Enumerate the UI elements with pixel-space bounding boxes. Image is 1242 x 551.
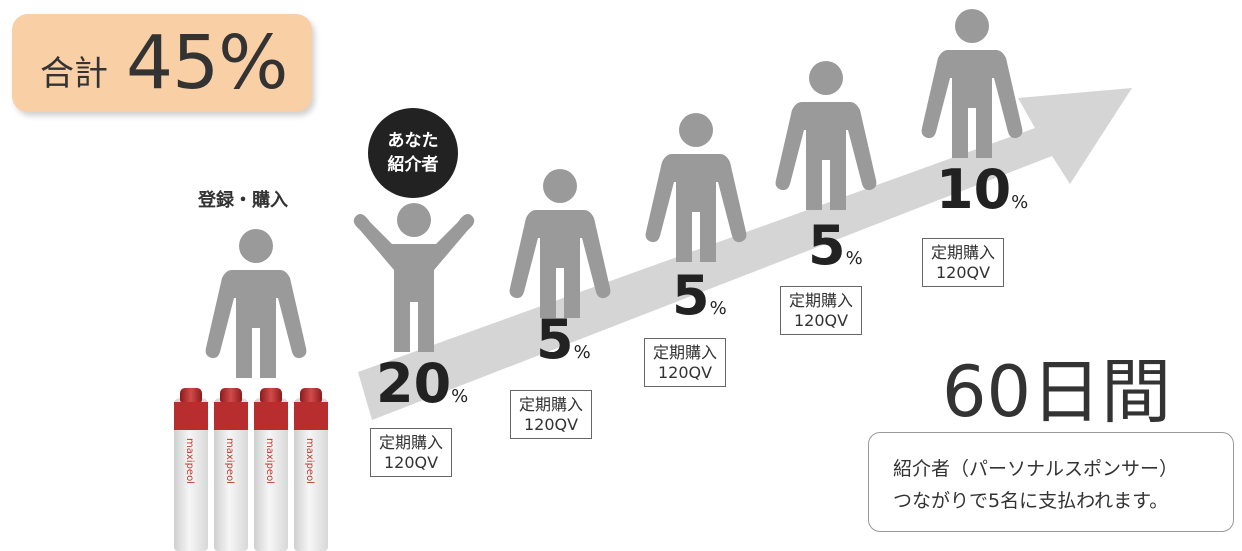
- plan-line-1: 定期購入: [789, 291, 854, 310]
- percent-value: 5: [536, 308, 574, 371]
- bottle-brand: maxipeol: [224, 438, 235, 484]
- person-icon-level-4: [775, 61, 877, 210]
- registration-label: 登録・購入: [198, 190, 288, 211]
- total-value: 45%: [126, 20, 288, 106]
- bottle-image: maxipeol: [174, 388, 208, 551]
- bottle-image: maxipeol: [254, 388, 288, 551]
- percent-value: 5: [808, 214, 846, 277]
- plan-box: 定期購入 120QV: [780, 286, 863, 335]
- plan-line-2: 120QV: [793, 311, 849, 330]
- person-icon-level-2: [509, 169, 611, 318]
- bottle-cap: [220, 388, 242, 402]
- plan-line-1: 定期購入: [519, 395, 584, 414]
- arrow-shape: [358, 88, 1132, 420]
- note-line-1: 紹介者（パーソナルスポンサー）: [893, 458, 1179, 480]
- percent-symbol: %: [845, 248, 863, 269]
- plan-line-2: 120QV: [657, 363, 713, 382]
- person-icon-level-3: [645, 113, 747, 262]
- badge-line-2: 紹介者: [387, 155, 439, 175]
- percent-symbol: %: [573, 342, 591, 363]
- referrer-badge: あなた 紹介者: [368, 108, 458, 198]
- plan-box: 定期購入 120QV: [922, 238, 1005, 287]
- bottle-cap: [300, 388, 322, 402]
- percent-symbol: %: [1011, 192, 1029, 213]
- bottle-image: maxipeol: [294, 388, 328, 551]
- duration-label: 60日間: [942, 351, 1172, 433]
- bottle-cap: [180, 388, 202, 402]
- bottle-label-band: [174, 402, 208, 430]
- percent-value: 20: [376, 352, 452, 415]
- total-label: 合計: [40, 54, 108, 94]
- level-percent: 20%: [376, 352, 468, 415]
- person-icon-level-5: [921, 9, 1023, 158]
- badge-line-1: あなた: [387, 131, 439, 151]
- bottle-label-band: [254, 402, 288, 430]
- percent-symbol: %: [709, 298, 727, 319]
- bottle-label-band: [214, 402, 248, 430]
- bottle-image: maxipeol: [214, 388, 248, 551]
- plan-line-1: 定期購入: [653, 343, 718, 362]
- bottle-brand: maxipeol: [304, 438, 315, 484]
- total-box: [12, 14, 312, 112]
- bottle-brand: maxipeol: [184, 438, 195, 484]
- plan-line-2: 120QV: [935, 263, 991, 282]
- plan-line-1: 定期購入: [379, 433, 444, 452]
- plan-line-2: 120QV: [523, 415, 579, 434]
- plan-box: 定期購入 120QV: [644, 338, 727, 387]
- plan-box: 定期購入 120QV: [510, 390, 593, 439]
- bottle-label-band: [294, 402, 328, 430]
- percent-value: 10: [936, 158, 1012, 221]
- level-percent: 5%: [536, 308, 591, 371]
- level-percent: 5%: [808, 214, 863, 277]
- plan-box: 定期購入 120QV: [370, 428, 453, 477]
- bottle-cap: [260, 388, 282, 402]
- bottle-brand: maxipeol: [264, 438, 275, 484]
- person-icon-you: [353, 203, 475, 352]
- level-percent: 10%: [936, 158, 1028, 221]
- person-icon-registrant: [205, 229, 307, 378]
- note-line-2: つながりで5名に支払われます。: [893, 490, 1169, 512]
- product-bottles: maxipeol maxipeol maxipeol maxipeol: [168, 388, 338, 551]
- plan-line-2: 120QV: [383, 453, 439, 472]
- plan-line-1: 定期購入: [931, 243, 996, 262]
- note-box: 紹介者（パーソナルスポンサー） つながりで5名に支払われます。: [868, 432, 1234, 532]
- percent-value: 5: [672, 264, 710, 327]
- level-percent: 5%: [672, 264, 727, 327]
- percent-symbol: %: [451, 386, 469, 407]
